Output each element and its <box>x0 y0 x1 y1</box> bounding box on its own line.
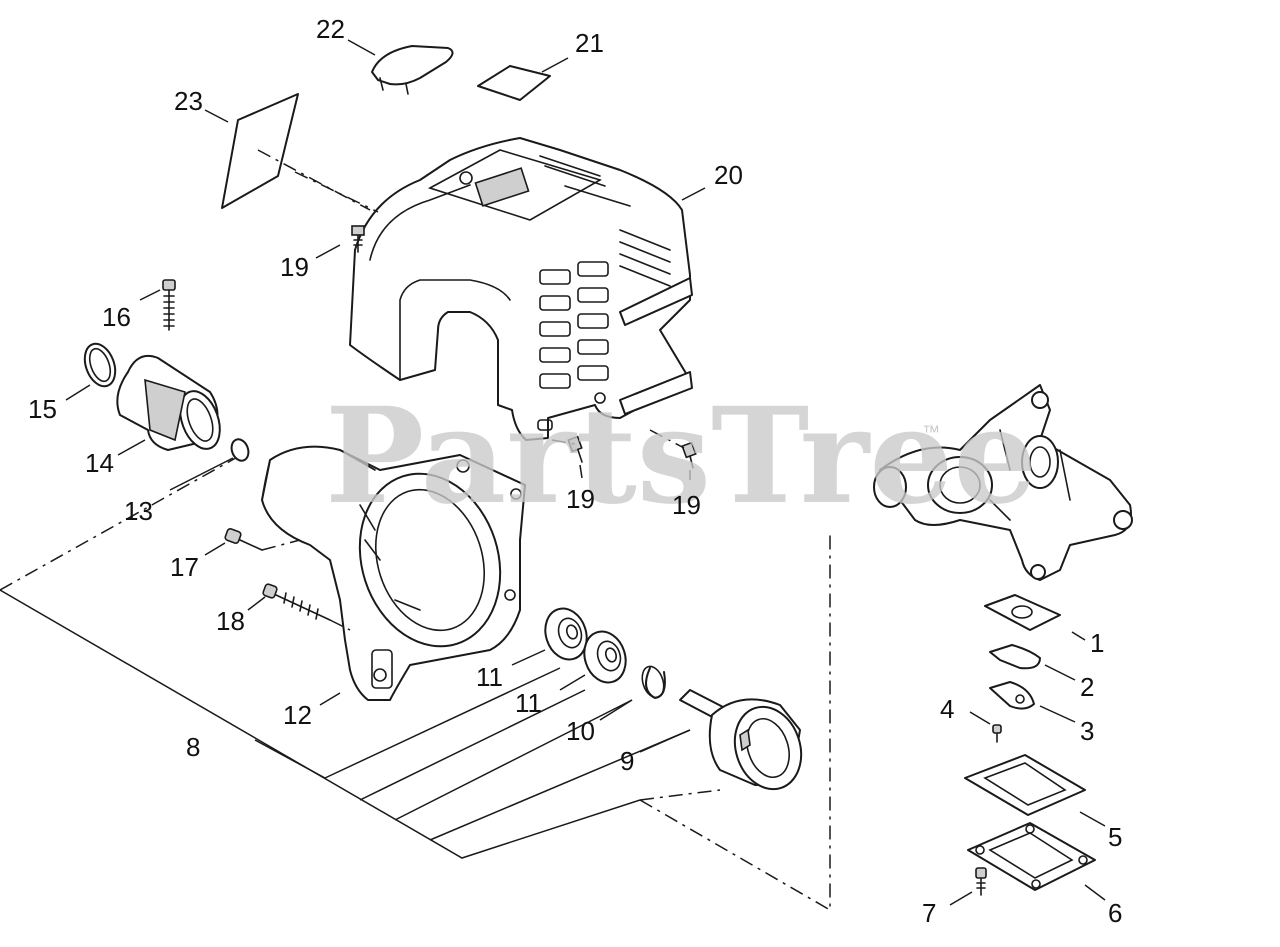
watermark: PartsTree ™ <box>325 379 1037 534</box>
callout-10: 10 <box>566 716 595 746</box>
callout-numbers: 1 2 3 4 5 6 7 8 9 10 11 11 12 13 14 15 1… <box>28 14 1122 928</box>
callout-13: 13 <box>124 496 153 526</box>
callout-12: 12 <box>283 700 312 730</box>
callout-17: 17 <box>170 552 199 582</box>
part-19-screw-left[interactable] <box>551 435 583 463</box>
callout-19-left: 19 <box>566 484 595 514</box>
callout-11-a: 11 <box>476 662 503 692</box>
part-17-screw[interactable] <box>224 528 301 551</box>
callout-5: 5 <box>1108 822 1122 852</box>
part-4-screw[interactable] <box>992 724 1002 743</box>
part-14-adapter[interactable] <box>116 354 227 454</box>
part-19-screw-top[interactable] <box>351 225 365 253</box>
part-20-engine-cover[interactable] <box>294 137 693 441</box>
callout-14: 14 <box>85 448 114 478</box>
callout-9: 9 <box>620 746 634 776</box>
part-21-filter[interactable] <box>477 65 551 101</box>
part-15-clamp-ring[interactable] <box>79 340 120 391</box>
callout-8: 8 <box>186 732 200 762</box>
part-11-bearing-b[interactable] <box>578 626 632 688</box>
watermark-brand: PartsTree <box>325 379 1037 534</box>
cover-vent-grid <box>539 229 671 389</box>
part-6-insulator[interactable] <box>967 822 1096 891</box>
part-11-bearing-a[interactable] <box>539 603 593 665</box>
part-5-gasket[interactable] <box>964 754 1086 816</box>
part-1-gasket[interactable] <box>984 594 1061 631</box>
callout-4: 4 <box>940 694 954 724</box>
crankcase-assembly <box>873 384 1133 581</box>
part-22-cover[interactable] <box>371 45 454 95</box>
callout-1: 1 <box>1090 628 1104 658</box>
callout-19-right: 19 <box>672 490 701 520</box>
callout-23: 23 <box>174 86 203 116</box>
part-2-reed-valve[interactable] <box>989 644 1041 670</box>
callout-15: 15 <box>28 394 57 424</box>
callout-6: 6 <box>1108 898 1122 928</box>
callout-2: 2 <box>1080 672 1094 702</box>
callout-20: 20 <box>714 160 743 190</box>
part-7-screw[interactable] <box>975 867 987 896</box>
part-10-snap-ring[interactable] <box>639 664 668 701</box>
part-3-stopper[interactable] <box>989 681 1035 710</box>
part-23-sheet[interactable] <box>221 93 371 211</box>
callout-22: 22 <box>316 14 345 44</box>
callout-7: 7 <box>922 898 936 928</box>
part-12-fan-case[interactable] <box>261 445 526 701</box>
part-18-screw[interactable] <box>262 583 351 631</box>
watermark-trademark: ™ <box>922 422 940 442</box>
callout-21: 21 <box>575 28 604 58</box>
assembly-bracket-lines <box>0 449 831 912</box>
callout-18: 18 <box>216 606 245 636</box>
part-9-fan[interactable] <box>639 689 811 801</box>
callout-11-b: 11 <box>515 688 542 718</box>
callout-19-top: 19 <box>280 252 309 282</box>
part-16-bolt[interactable] <box>162 279 176 331</box>
part-13-o-ring[interactable] <box>229 437 252 463</box>
callout-16: 16 <box>102 302 131 332</box>
callout-3: 3 <box>1080 716 1094 746</box>
part-19-screw-right[interactable] <box>649 429 697 469</box>
callout-leaders <box>65 39 1106 906</box>
